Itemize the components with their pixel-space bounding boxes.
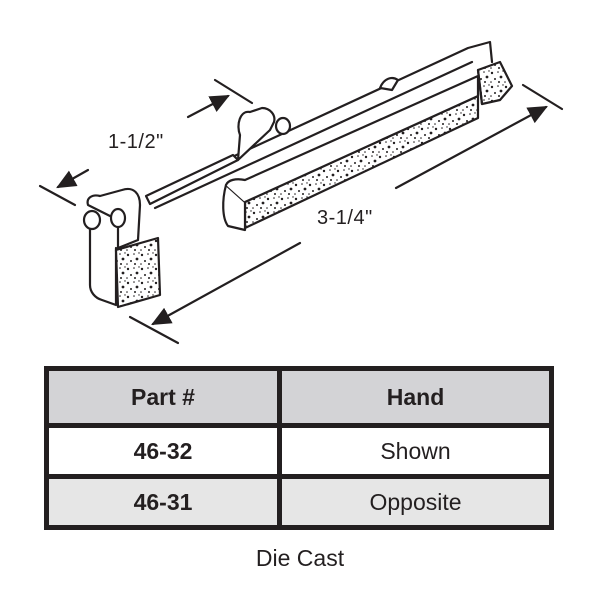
- table-row: 46-31 Opposite: [44, 474, 554, 530]
- material-caption: Die Cast: [255, 545, 345, 571]
- table-header-row: Part # Hand: [44, 366, 554, 428]
- part-number-cell: 46-31: [44, 474, 282, 530]
- hand-cell: Shown: [277, 423, 554, 479]
- parts-table: Part # Hand 46-32 Shown 46-31 Opposite: [44, 366, 554, 530]
- part-drawing: [38, 40, 564, 345]
- hand-cell: Opposite: [277, 474, 554, 530]
- dimension-width-label: 1-1/2": [108, 131, 164, 153]
- header-hand: Hand: [277, 366, 554, 428]
- header-part-number: Part #: [44, 366, 282, 428]
- table-row: 46-32 Shown: [44, 423, 554, 479]
- part-number-cell: 46-32: [44, 423, 282, 479]
- dimension-length-label: 3-1/4": [317, 207, 373, 229]
